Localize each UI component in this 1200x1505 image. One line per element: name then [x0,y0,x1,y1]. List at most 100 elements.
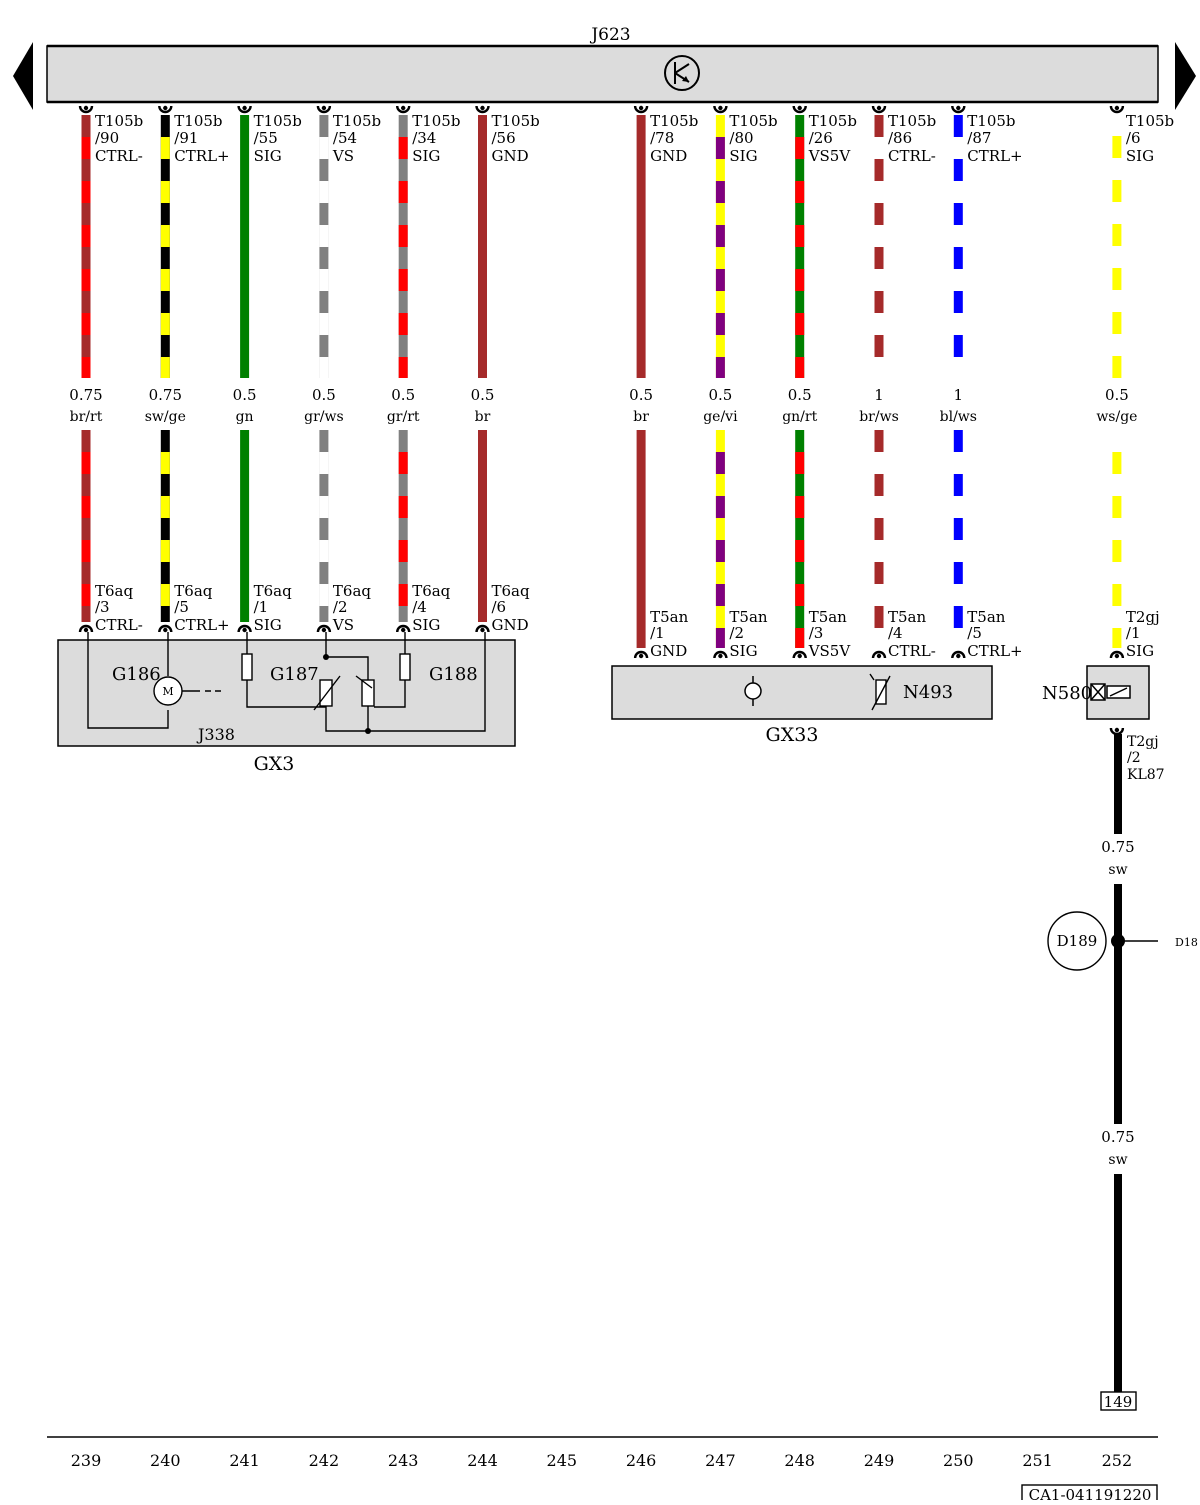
pin-terminal-icon [237,624,252,633]
valve-symbol-icon [1090,683,1131,701]
n580-pin-function: KL87 [1127,767,1165,783]
wire-color-label: gn/rt [782,409,817,425]
wire-size-label: 0.5 [312,386,336,404]
top-pin-connector: T105b [650,112,698,130]
wire-segment [715,115,725,378]
wire-segment [874,115,884,357]
top-pin-number: /90 [95,129,119,147]
junction-dot [323,654,329,660]
wire-size-label: 0.5 [1105,386,1129,404]
top-pin-number: /56 [492,129,516,147]
bottom-pin-number: /5 [174,598,189,616]
top-pin-connector: T105b [729,112,777,130]
bottom-pin-number: /1 [650,624,665,642]
bottom-pin-function: CTRL- [95,616,143,634]
pin-terminal-icon [158,624,173,633]
top-pin-connector: T105b [333,112,381,130]
bottom-pin-function: CTRL+ [174,616,229,634]
top-pin-connector: T105b [1126,112,1174,130]
junction-dot [365,728,371,734]
wire-segment [319,115,329,378]
pin-terminal-icon [792,650,807,659]
wire-segment [478,430,487,622]
pin-terminal-icon [1109,727,1125,736]
top-pin-connector: T105b [888,112,936,130]
top-pin-number: /80 [729,129,753,147]
top-pin-connector: T105b [254,112,302,130]
bottom-pin-function: VS [332,616,354,634]
bottom-pin-connector: T5an [650,608,688,626]
bottom-pin-function: SIG [1126,642,1154,660]
wire-size-label: 0.5 [233,386,257,404]
junction-reference: D18 [1175,936,1198,949]
top-pin-function: CTRL- [888,147,936,165]
wire-segment [240,430,250,622]
wire-size-label: 0.75 [149,386,182,404]
bottom-pin-function: GND [650,642,687,660]
wire-segment [160,115,170,378]
previous-page-arrow-icon[interactable] [13,42,33,110]
top-pin-number: /34 [412,129,436,147]
top-pin-function: SIG [729,147,757,165]
pin-terminal-icon [1109,105,1125,114]
pin-terminal-icon [396,624,411,633]
wire-segment [160,430,170,622]
top-pin-connector: T105b [492,112,540,130]
n580-name: N580 [1042,683,1092,704]
pin-terminal-icon [1109,650,1125,659]
top-pin-connector: T105b [412,112,460,130]
top-pin-number: /86 [888,129,912,147]
power-wire-size: 0.75 [1101,838,1134,856]
bottom-pin-connector: T5an [729,608,767,626]
column-number: 242 [309,1451,340,1470]
wire-segment [953,115,963,357]
gx33-box [611,665,993,720]
wire-segment [319,430,329,622]
wire-size-label: 0.5 [629,386,653,404]
bottom-pin-number: /3 [809,624,824,642]
gx3-part-g187: G187 [270,664,319,685]
wire-segment [953,430,963,628]
bottom-pin-number: /6 [492,598,507,616]
wire-color-label: br/ws [859,409,899,425]
column-number: 245 [547,1451,578,1470]
bottom-pin-function: GND [492,616,529,634]
top-pin-function: CTRL+ [174,147,229,165]
column-number: 241 [229,1451,260,1470]
bottom-pin-connector: T6aq [492,582,530,600]
top-pin-function: SIG [1126,147,1154,165]
bottom-pin-function: CTRL- [888,642,936,660]
variable-resistor-icon [869,673,891,711]
wire-color-label: bl/ws [940,409,977,425]
bottom-pin-connector: T6aq [333,582,371,600]
junction-label: D189 [1057,932,1098,950]
power-wire-color: sw [1108,862,1127,878]
wire-segment [795,430,805,648]
bottom-pin-connector: T5an [967,608,1005,626]
next-page-arrow-icon[interactable] [1175,42,1196,110]
wire-color-label: br/rt [70,409,103,425]
bottom-pin-connector: T6aq [95,582,133,600]
column-number: 250 [943,1451,974,1470]
top-pin-number: /55 [254,129,278,147]
wire-segment [874,430,884,628]
column-number: 244 [467,1451,498,1470]
pin-terminal-icon [951,105,966,114]
bottom-pin-number: /4 [888,624,903,642]
bottom-pin-number: /2 [729,624,744,642]
wire-segment [1112,136,1122,378]
top-pin-connector: T105b [967,112,1015,130]
n580-component: N580 T2gj /2 KL87 [1042,665,1165,783]
gx33-component: N493 GX33 [611,665,993,746]
top-pin-function: GND [650,147,687,165]
power-wire-color: sw [1108,1152,1127,1168]
wire-size-label: 0.5 [391,386,415,404]
pin-terminal-icon [237,105,252,114]
n580-pin-connector: T2gj [1127,734,1159,750]
power-wire-size: 0.75 [1101,1128,1134,1146]
wire-segment [636,430,646,648]
top-pin-connector: T105b [809,112,857,130]
bottom-pin-function: SIG [254,616,282,634]
wire-size-label: 0.5 [788,386,812,404]
